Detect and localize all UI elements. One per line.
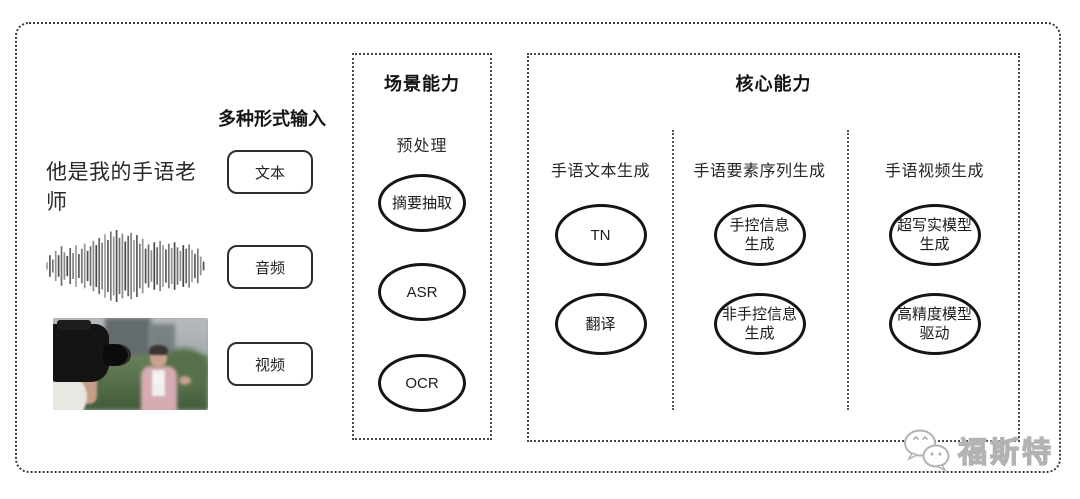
node-label-line1: 非手控信息 (721, 306, 797, 323)
watermark-label: 福斯特 (957, 436, 1055, 469)
sample-text: 他是我的手语老师 (46, 161, 197, 214)
node-label-line1: 高精度模型 (896, 306, 972, 323)
node-label: OCR (405, 374, 439, 392)
input-section-heading: 多种形式输入 (218, 109, 326, 129)
input-type-text: 文本 (227, 150, 313, 194)
column-divider-2 (847, 130, 849, 410)
node-label-line2: 生成 (919, 236, 950, 253)
column-divider-1 (672, 130, 674, 410)
node-label-line2: 生成 (744, 325, 775, 342)
photo-camera-lens (103, 344, 131, 366)
node-ocr: OCR (378, 354, 466, 412)
input-type-video: 视频 (227, 342, 313, 386)
node-label-line2: 生成 (744, 236, 775, 253)
watermark: 福斯特 (898, 424, 1073, 476)
node-label: TN (590, 226, 611, 244)
node-high-precision-model-driving: 高精度模型 驱动 (888, 293, 981, 355)
node-label: ASR (406, 283, 438, 301)
column-sign-text-generation: 手语文本生成 TN 翻译 (529, 55, 672, 440)
node-label-line1: 手控信息 (729, 217, 790, 234)
reporter-photo (53, 318, 208, 410)
node-label-line1: 超写实模型 (896, 217, 972, 234)
photo-reporter-hand (179, 376, 191, 385)
photo-camera-top (57, 320, 91, 330)
core-box-title: 核心能力 (735, 74, 812, 94)
photo-microphone (154, 374, 163, 383)
photo-reporter-hair (149, 345, 168, 355)
node-label: 翻译 (585, 315, 616, 333)
photo-camera-body (53, 324, 109, 382)
scene-capability-box: 场景能力 预处理 摘要抽取 ASR OCR (352, 53, 492, 440)
column-header: 手语要素序列生成 (693, 163, 826, 180)
node-hyperrealistic-model-generation: 超写实模型 生成 (888, 204, 981, 266)
column-sign-video-generation: 手语视频生成 超写实模型 生成 高精度模型 驱动 (847, 55, 1022, 440)
column-header: 手语文本生成 (550, 163, 650, 180)
scene-box-subtitle: 预处理 (396, 138, 448, 155)
core-capability-box: 核心能力 手语文本生成 TN 翻译 手语要素序列生成 手控信息 生成 非手控信息… (527, 53, 1020, 442)
node-summary-extraction: 摘要抽取 (378, 174, 466, 232)
scene-box-title: 场景能力 (384, 74, 460, 94)
audio-waveform-icon (46, 230, 205, 302)
column-header: 手语视频生成 (884, 163, 984, 180)
node-translation: 翻译 (554, 293, 647, 355)
node-non-manual-info-generation: 非手控信息 生成 (713, 293, 806, 355)
node-asr: ASR (378, 263, 466, 321)
node-label: 摘要抽取 (391, 194, 452, 212)
node-tn: TN (554, 204, 647, 266)
node-manual-info-generation: 手控信息 生成 (713, 204, 806, 266)
column-sign-element-sequence-generation: 手语要素序列生成 手控信息 生成 非手控信息 生成 (672, 55, 847, 440)
wechat-icon (904, 429, 950, 472)
node-label-line2: 驱动 (919, 325, 950, 342)
input-type-audio: 音频 (227, 245, 313, 289)
